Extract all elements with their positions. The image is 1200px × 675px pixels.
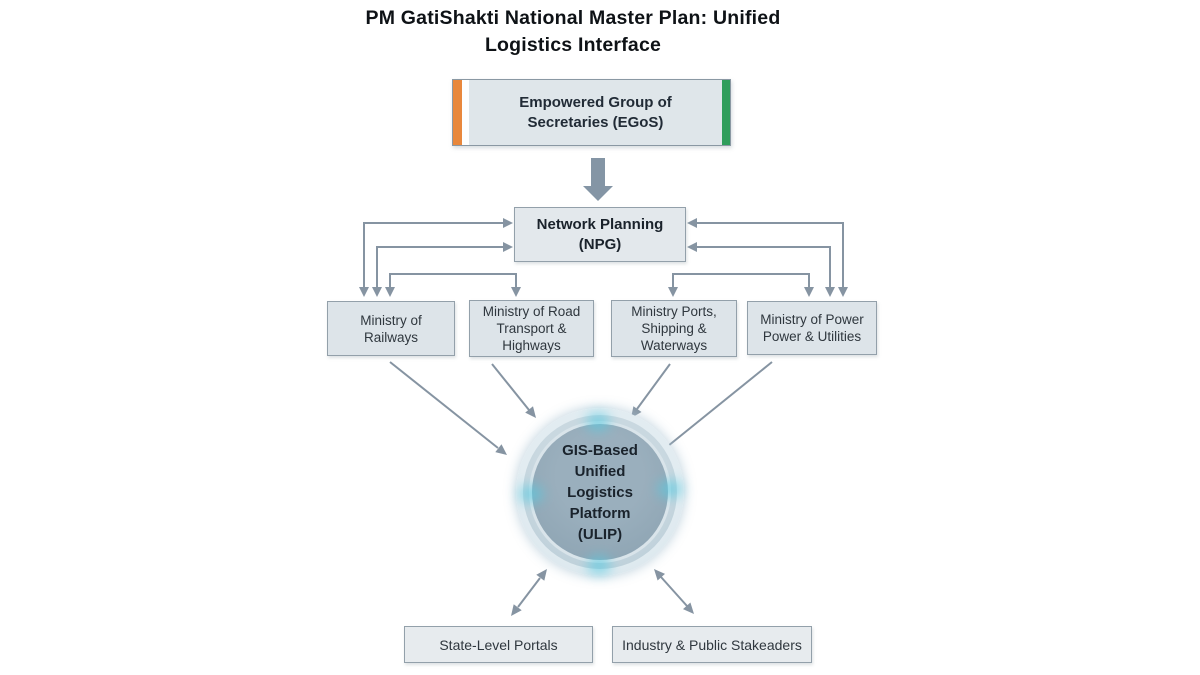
arrow-railways-ulip [389, 361, 507, 455]
glow-spot-left [519, 485, 543, 503]
state-portals-node: State-Level Portals [404, 626, 593, 663]
ulip-node: GIS-Based Unified Logistics Platform (UL… [516, 408, 684, 576]
flag-white-stripe [462, 80, 469, 145]
glow-spot-bottom [587, 556, 611, 574]
ministry-railways-node: Ministry of Railways [327, 301, 455, 356]
ministry-ports-shipping-node: Ministry Ports, Shipping & Waterways [611, 300, 737, 357]
ulip-inner-circle [532, 424, 668, 560]
ulip-label: GIS-Based Unified Logistics Platform (UL… [562, 441, 638, 543]
flag-orange-stripe [453, 80, 462, 145]
npg-node: Network Planning (NPG) [514, 207, 686, 262]
industry-public-node: Industry & Public Stakeaders [612, 626, 812, 663]
connector-npg-power-outer [687, 218, 848, 297]
arrow-road-ulip [491, 363, 536, 418]
arrow-egos-npg [583, 158, 613, 201]
connector-npg-railways-outer [359, 218, 513, 297]
ministry-power-utilities-node: Ministry of Power Power & Utilities [747, 301, 877, 355]
connector-npg-railways-inner [372, 242, 513, 297]
egos-node: Empowered Group of Secretaries (EGoS) [452, 79, 731, 146]
arrow-ulip-state-portals [511, 569, 547, 616]
flag-green-stripe [722, 80, 730, 145]
glow-spot-right [658, 480, 682, 498]
arrow-ulip-industry [654, 569, 694, 614]
egos-label: Empowered Group of Secretaries (EGoS) [519, 93, 672, 131]
glow-spot-top [586, 413, 610, 431]
ministry-road-transport-node: Ministry of Road Transport & Highways [469, 300, 594, 357]
connector-bracket-railways-road [385, 273, 521, 297]
connector-npg-power-inner [687, 242, 835, 297]
connector-bracket-ports-power [668, 273, 814, 297]
diagram-title: PM GatiShakti National Master Plan: Unif… [365, 7, 781, 56]
